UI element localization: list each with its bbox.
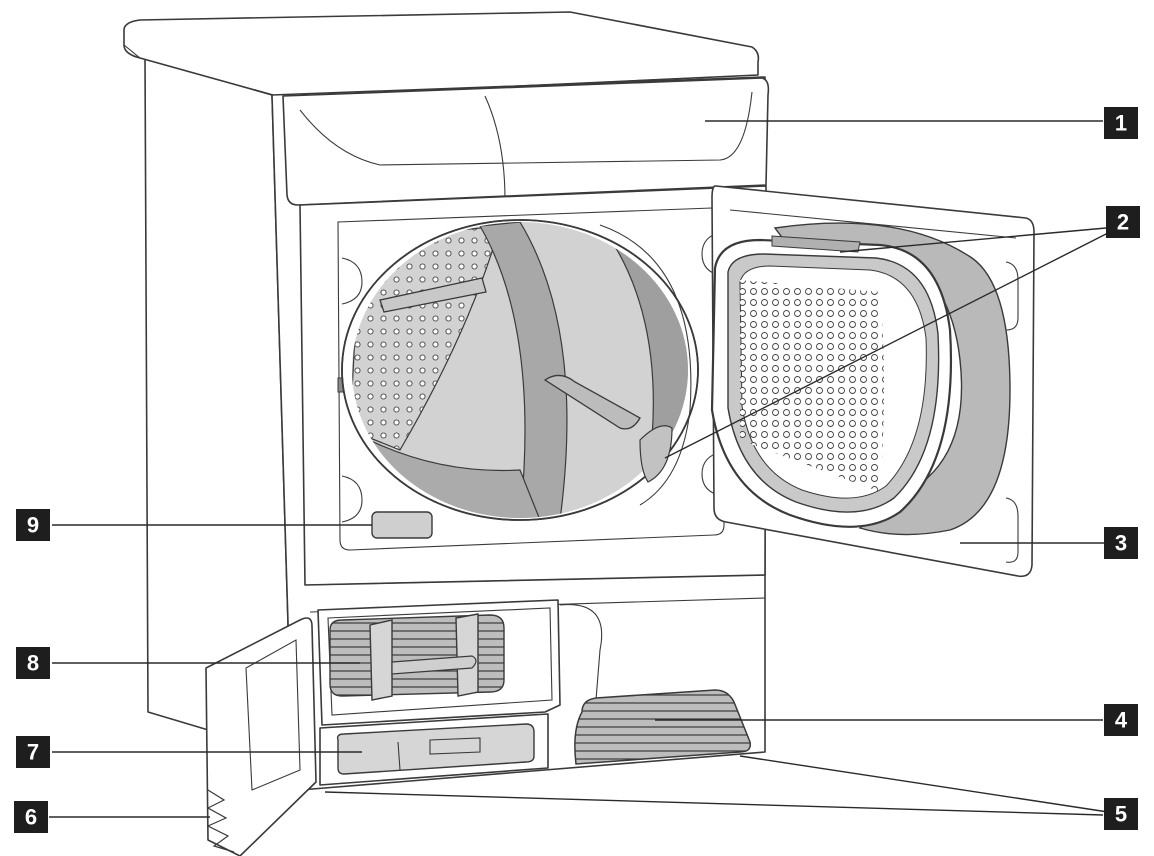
callout-1: 1 [1104, 107, 1138, 139]
rating-plate [371, 511, 433, 539]
callout-7-label: 7 [27, 740, 39, 765]
control-panel [282, 77, 770, 206]
callout-5-label: 5 [1115, 802, 1127, 827]
callout-8: 8 [16, 647, 50, 679]
callout-6-label: 6 [25, 805, 37, 830]
plinth-flap [205, 617, 317, 856]
callout-2: 2 [1106, 206, 1140, 238]
callout-3-label: 3 [1115, 531, 1127, 556]
callout-6: 6 [14, 801, 48, 833]
callout-4: 4 [1104, 704, 1138, 736]
condenser-unit [329, 613, 505, 701]
callout-4-label: 4 [1115, 708, 1128, 733]
loading-door [710, 185, 1035, 578]
callout-7: 7 [16, 736, 50, 768]
callout-3: 3 [1104, 527, 1138, 559]
air-vent [574, 689, 752, 765]
callout-5: 5 [1104, 798, 1138, 830]
callout-1-label: 1 [1115, 111, 1127, 136]
callout-9: 9 [16, 509, 50, 541]
water-container [336, 723, 535, 775]
callout-9-label: 9 [27, 513, 39, 538]
callout-2-label: 2 [1117, 210, 1129, 235]
leader-lines [49, 120, 1111, 818]
callout-8-label: 8 [27, 651, 39, 676]
